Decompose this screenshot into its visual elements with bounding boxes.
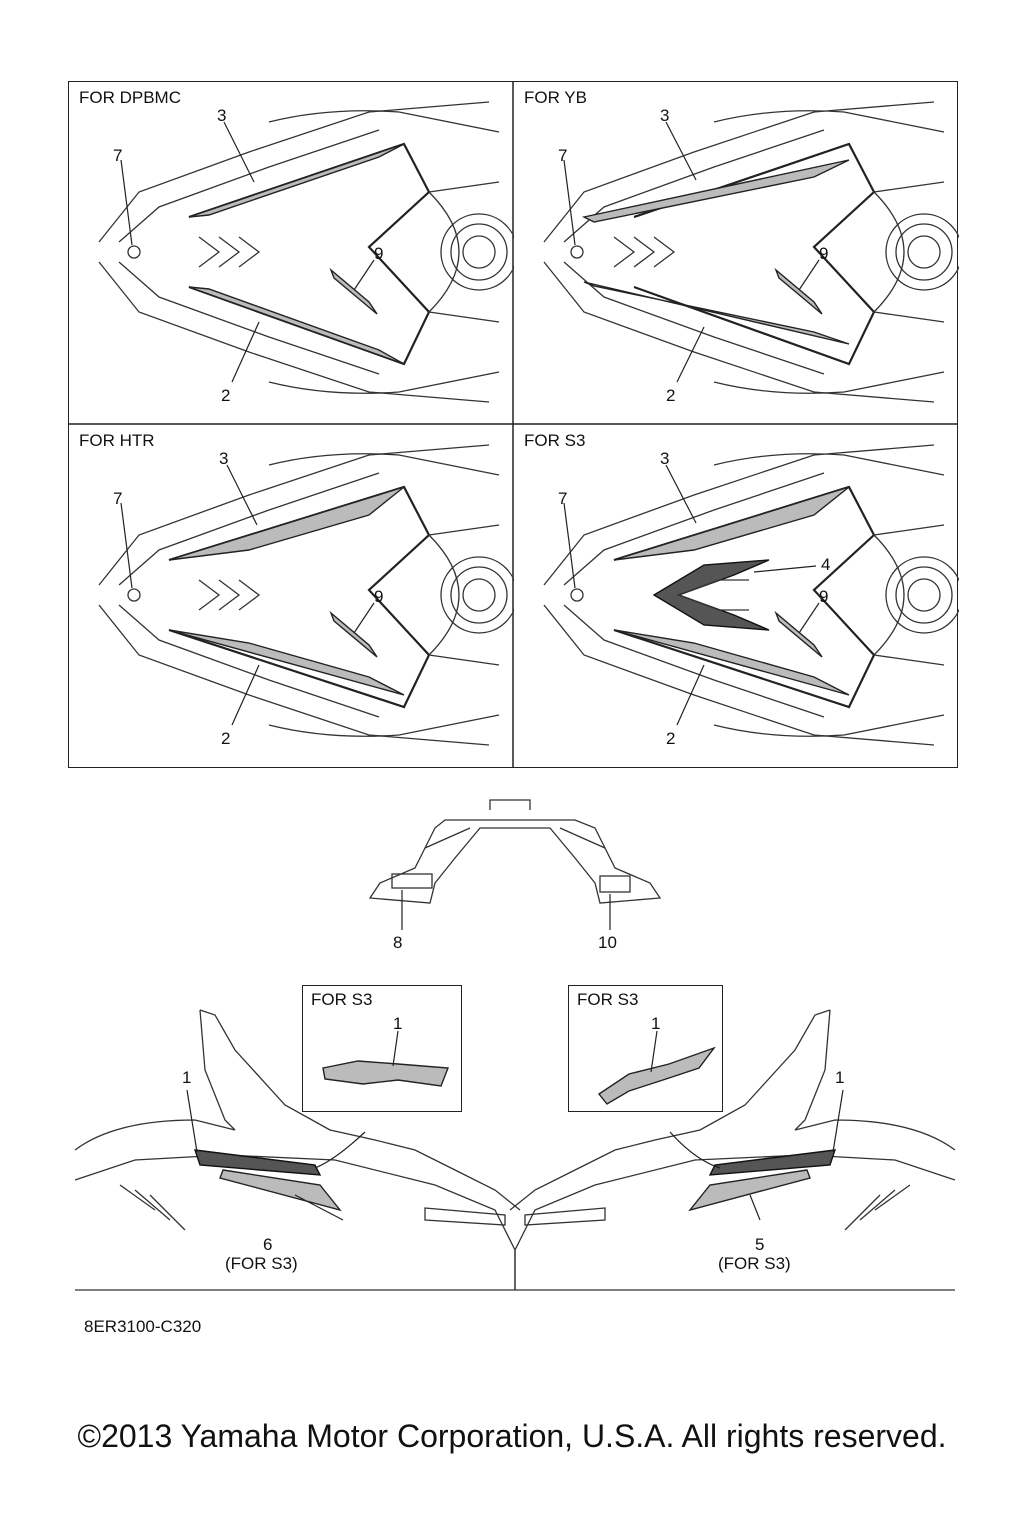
left-side-drawing <box>74 1009 521 1291</box>
panel-htr: FOR HTR 3 7 9 2 <box>69 425 514 768</box>
callout-5-note: (FOR S3) <box>718 1254 791 1273</box>
callout-9: 9 <box>819 587 829 606</box>
hood-drawing <box>543 444 959 746</box>
callout-3: 3 <box>219 449 229 468</box>
copyright-notice: ©2013 Yamaha Motor Corporation, U.S.A. A… <box>77 1418 947 1454</box>
callout-7: 7 <box>113 146 123 165</box>
panel-yb: FOR YB 3 7 9 2 <box>514 82 959 425</box>
inset-label: FOR S3 <box>311 990 373 1009</box>
callout-9: 9 <box>374 244 384 263</box>
inset-callout: 1 <box>393 1014 403 1033</box>
front-part-drawing <box>368 799 662 930</box>
panel-label: FOR YB <box>524 88 587 107</box>
right-inset: FOR S3 1 <box>568 985 723 1112</box>
callout-8: 8 <box>393 933 403 952</box>
callout-7: 7 <box>558 146 568 165</box>
panel-label: FOR HTR <box>79 431 155 450</box>
callout-10: 10 <box>598 933 617 952</box>
callout-2: 2 <box>221 386 231 405</box>
inset-decal-drawing <box>322 1030 449 1087</box>
callout-3: 3 <box>660 449 670 468</box>
callout-6-note: (FOR S3) <box>225 1254 298 1273</box>
callout-2: 2 <box>666 729 676 748</box>
grid-dividers <box>68 81 958 768</box>
inset-decal-drawing <box>597 1030 716 1105</box>
right-side-drawing <box>509 1009 956 1291</box>
hood-drawing <box>543 101 959 403</box>
panel-dpbmc: FOR DPBMC 3 7 9 2 <box>69 82 514 425</box>
hood-drawing <box>98 101 514 403</box>
callout-7: 7 <box>558 489 568 508</box>
callout-1: 1 <box>835 1068 845 1087</box>
callout-3: 3 <box>660 106 670 125</box>
callout-5: 5 <box>755 1235 765 1254</box>
callout-4: 4 <box>821 555 831 574</box>
hood-drawing <box>98 444 514 746</box>
figure-code: 8ER3100-C320 <box>84 1317 202 1336</box>
inset-callout: 1 <box>651 1014 661 1033</box>
callout-6: 6 <box>263 1235 273 1254</box>
left-inset: FOR S3 1 <box>302 985 462 1112</box>
callout-2: 2 <box>221 729 231 748</box>
callout-9: 9 <box>374 587 384 606</box>
callout-2: 2 <box>666 386 676 405</box>
callout-3: 3 <box>217 106 227 125</box>
callout-7: 7 <box>113 489 123 508</box>
panel-s3: FOR S3 3 7 4 9 2 <box>514 425 959 768</box>
inset-label: FOR S3 <box>577 990 639 1009</box>
panel-label: FOR DPBMC <box>79 88 181 107</box>
panel-label: FOR S3 <box>524 431 586 450</box>
callout-9: 9 <box>819 244 829 263</box>
callout-1: 1 <box>182 1068 192 1087</box>
